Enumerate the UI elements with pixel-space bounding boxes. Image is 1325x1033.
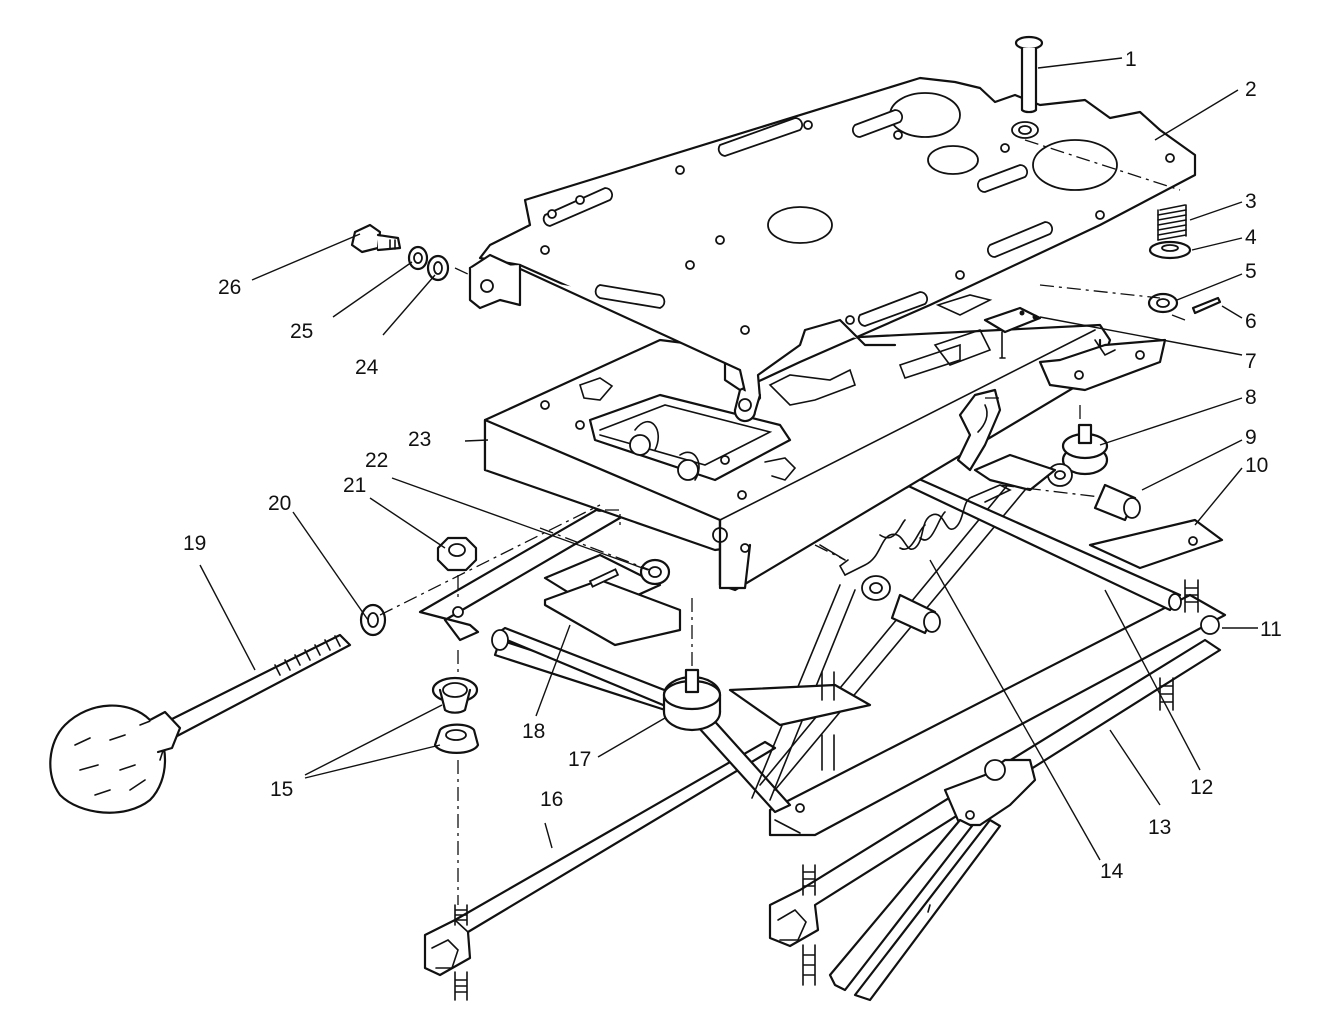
callout-10: 10 (1245, 454, 1268, 477)
callout-22: 22 (365, 449, 388, 472)
isolator-mount-rear (1061, 423, 1109, 476)
left-rail-stud-bottom (454, 971, 468, 1001)
callout-15: 15 (270, 778, 293, 801)
seat-base-frame (483, 323, 1112, 592)
rear-stud-top (1184, 579, 1199, 613)
front-bushing-lower (433, 723, 480, 754)
callout-9: 9 (1245, 426, 1257, 449)
callout-6: 6 (1245, 310, 1257, 333)
adjuster-washer (359, 603, 387, 637)
callout-13: 13 (1148, 816, 1171, 839)
callout-8: 8 (1245, 386, 1257, 409)
hinge-pin-hole (1011, 121, 1039, 139)
adjuster-bolt-and-knob (49, 633, 352, 814)
callout-17: 17 (568, 748, 591, 771)
callout-labels: 1 2 3 4 5 6 7 8 9 10 11 12 13 14 15 16 1… (183, 48, 1282, 883)
callout-3: 3 (1245, 190, 1257, 213)
spacer-bushing-front (890, 593, 941, 635)
callout-24: 24 (355, 356, 379, 379)
left-seat-rail (423, 740, 777, 977)
callout-23: 23 (408, 428, 431, 451)
right-rail-stud-top (802, 864, 816, 896)
callout-11: 11 (1260, 618, 1282, 641)
spring-washer (1148, 240, 1192, 260)
leader-lines (199, 57, 1258, 861)
callout-16: 16 (540, 788, 563, 811)
callout-7: 7 (1245, 350, 1257, 373)
seat-switch-bracket (983, 306, 1042, 359)
callout-26: 26 (218, 276, 241, 299)
compression-spring (1157, 204, 1187, 241)
right-rail-stud-bottom (802, 944, 816, 986)
adjuster-nut-small (639, 558, 671, 586)
hinge-pin (1014, 35, 1044, 114)
pivot-washer-front (861, 575, 891, 601)
spacer-bushing-rear (1093, 483, 1141, 522)
isolator-mount-front (662, 668, 722, 732)
front-support-rod (491, 626, 692, 714)
flat-washer (426, 254, 450, 282)
latch-spring-clip (543, 553, 682, 647)
callout-2: 2 (1245, 78, 1257, 101)
callout-21: 21 (343, 474, 366, 497)
flange-nut (436, 536, 478, 572)
pivot-washer-rear (1047, 463, 1073, 487)
callout-12: 12 (1190, 776, 1213, 799)
tilt-lever (956, 388, 1057, 492)
cotter-pin (1191, 296, 1222, 315)
callout-20: 20 (268, 492, 291, 515)
callout-1: 1 (1125, 48, 1137, 71)
pivot-washer-top (1147, 292, 1179, 314)
shoulder-bolt (350, 223, 402, 254)
callout-25: 25 (290, 320, 313, 343)
callout-4: 4 (1245, 226, 1257, 249)
left-rail-stud-top (454, 904, 468, 926)
front-flanged-bushing (431, 676, 479, 714)
callout-14: 14 (1100, 860, 1124, 883)
lock-washer (407, 245, 429, 271)
callout-19: 19 (183, 532, 206, 555)
callout-18: 18 (522, 720, 545, 743)
assembly-centerlines (379, 139, 1186, 905)
rail-release-handle (828, 758, 1037, 1002)
callout-5: 5 (1245, 260, 1257, 283)
lower-frame (493, 469, 1227, 837)
seat-mounting-plate (468, 76, 1197, 423)
rear-crossbar (1088, 518, 1224, 570)
right-seat-rail (768, 638, 1222, 948)
